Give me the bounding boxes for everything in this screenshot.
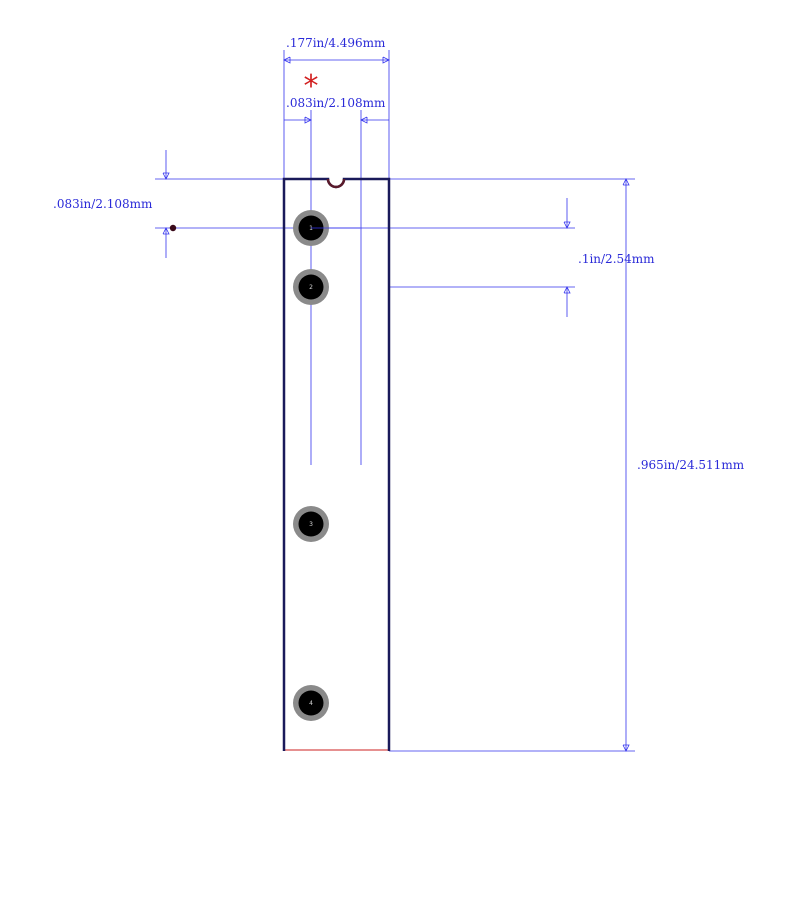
pad-number: 3 [309, 521, 313, 528]
pad-number: 4 [309, 700, 313, 707]
pad-number: 1 [309, 225, 313, 232]
dimension-overall-width-label: .177in/4.496mm [286, 36, 386, 50]
dimension-pin-pitch: .1in/2.54mm [389, 198, 655, 317]
package-outline [282, 177, 391, 751]
pin1-notch-icon [326, 178, 346, 189]
pad: 3 [293, 506, 329, 542]
dimension-overall-height: .965in/24.511mm [389, 178, 745, 752]
dimension-pin-pitch-label: .1in/2.54mm [578, 252, 655, 266]
dimension-pin-offset-y: .083in/2.108mm [53, 150, 575, 258]
pad: 4 [293, 685, 329, 721]
dimension-overall-height-label: .965in/24.511mm [637, 458, 745, 472]
dimension-overall-width: .177in/4.496mm [283, 36, 390, 180]
origin-point-icon [169, 224, 177, 232]
pad: 2 [293, 269, 329, 305]
dimension-pin-offset-x-label: .083in/2.108mm [286, 96, 386, 110]
dimension-pin-offset-y-label: .083in/2.108mm [53, 197, 153, 211]
pad-number: 2 [309, 284, 313, 291]
pin1-marker-icon: * [304, 69, 319, 104]
